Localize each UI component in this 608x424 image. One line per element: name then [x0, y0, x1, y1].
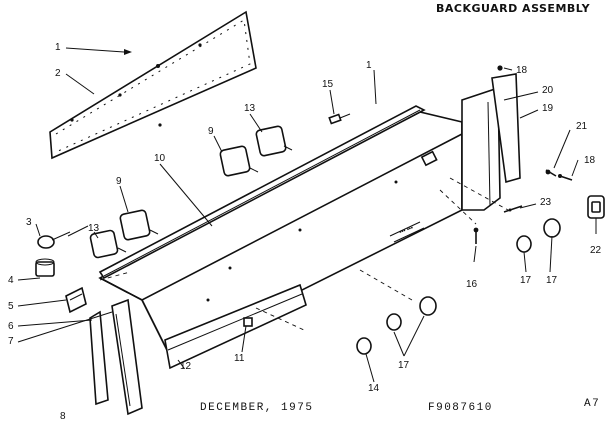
grommet-17c — [516, 235, 532, 253]
grommet-17b — [419, 296, 437, 316]
callout-11: 11 — [234, 353, 245, 364]
svg-text:▪▪▪ ▪▪▪: ▪▪▪ ▪▪▪ — [399, 225, 415, 236]
screw-part-16 — [473, 227, 479, 244]
lower-trim-panel — [164, 283, 307, 370]
callout-9-upper: 9 — [208, 126, 214, 137]
callout-7: 7 — [8, 336, 14, 347]
footer-page: A7 — [584, 398, 601, 410]
callout-15: 15 — [322, 79, 334, 90]
leader-lines — [17, 47, 597, 383]
screw-part-21 — [545, 169, 557, 177]
right-end-caps — [461, 73, 521, 211]
callout-5: 5 — [8, 301, 14, 312]
callout-17-lower: 17 — [398, 360, 410, 371]
diagram-title: BACKGUARD ASSEMBLY — [436, 2, 591, 15]
footer-date: DECEMBER, 1975 — [200, 402, 314, 414]
left-end-caps — [89, 298, 143, 416]
callout-18-side: 18 — [584, 155, 596, 166]
callout-1-left: 1 — [55, 42, 61, 53]
callout-10: 10 — [154, 153, 166, 164]
callout-21: 21 — [576, 121, 588, 132]
knob-lower-9 — [119, 209, 159, 241]
screw-part-18-side — [558, 174, 573, 181]
callout-23: 23 — [540, 197, 552, 208]
knob-upper-13 — [255, 125, 293, 157]
lamp-socket-22 — [587, 195, 605, 219]
footer-part-number: F9087610 — [428, 402, 493, 414]
callout-17-right: 17 — [546, 275, 558, 286]
grommet-17d — [543, 218, 561, 238]
callout-3: 3 — [26, 217, 32, 228]
callout-19: 19 — [542, 103, 554, 114]
bulb-11 — [243, 317, 253, 327]
callout-4: 4 — [8, 275, 14, 286]
backguard-housing: ▪▪▪ ▪▪▪ — [98, 105, 463, 358]
callout-18-top: 18 — [516, 65, 528, 76]
callout-1-right: 1 — [366, 60, 372, 71]
screw-part-15 — [328, 113, 351, 125]
callout-22: 22 — [590, 245, 602, 256]
switch-part-4 — [35, 258, 55, 277]
callout-13-lower: 13 — [88, 223, 100, 234]
callout-16: 16 — [466, 279, 478, 290]
rear-cover-panel — [49, 10, 257, 160]
grommet-17a — [386, 313, 402, 331]
grommet-14 — [356, 337, 372, 355]
screw-part-18-top — [497, 65, 503, 71]
callout-14: 14 — [368, 383, 380, 394]
callout-17-middle: 17 — [520, 275, 532, 286]
callout-9-lower: 9 — [116, 176, 122, 187]
knob-upper-9 — [219, 145, 259, 177]
callout-6: 6 — [8, 321, 14, 332]
clip-part-23 — [503, 205, 523, 213]
callout-20: 20 — [542, 85, 554, 96]
callout-2: 2 — [55, 68, 61, 79]
callout-13-upper: 13 — [244, 103, 256, 114]
clip-part-3 — [37, 225, 89, 249]
bracket-part-5 — [65, 286, 87, 314]
callout-8: 8 — [60, 411, 66, 422]
callout-12: 12 — [180, 361, 192, 372]
